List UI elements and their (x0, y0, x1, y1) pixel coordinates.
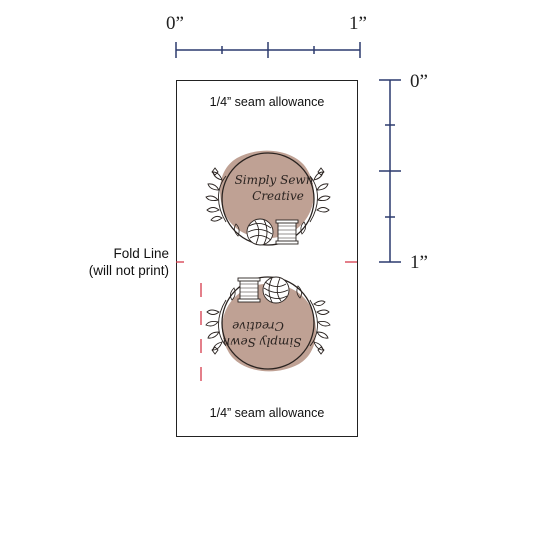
seam-allowance-top: 1/4” seam allowance (209, 95, 325, 109)
logo-text-line1: Simply Sewn (235, 173, 314, 187)
logo-text-line2-rotated: Creative (232, 319, 284, 333)
fold-line-label: Fold Line (will not print) (89, 245, 169, 279)
horizontal-ruler-end-label: 1” (349, 13, 367, 34)
logo-text-line2: Creative (252, 189, 304, 203)
vertical-ruler-start-label: 0” (410, 71, 428, 92)
label-panel: 1/4” seam allowance 1/4” seam allowance (176, 80, 358, 437)
vertical-ruler (379, 79, 401, 263)
logo-text-line1-rotated: Simply Sewn (223, 335, 302, 349)
logo-bottom: Simply Sewn Creative (205, 276, 331, 372)
logo-top: Simply Sewn Creative (205, 150, 331, 246)
horizontal-ruler-start-label: 0” (166, 13, 184, 34)
fold-line-note: (will not print) (88, 263, 169, 278)
horizontal-ruler (175, 42, 361, 58)
fold-line-title: Fold Line (113, 246, 169, 261)
vertical-ruler-end-label: 1” (410, 252, 428, 273)
fold-marks (176, 261, 357, 381)
seam-allowance-bottom: 1/4” seam allowance (209, 406, 325, 420)
